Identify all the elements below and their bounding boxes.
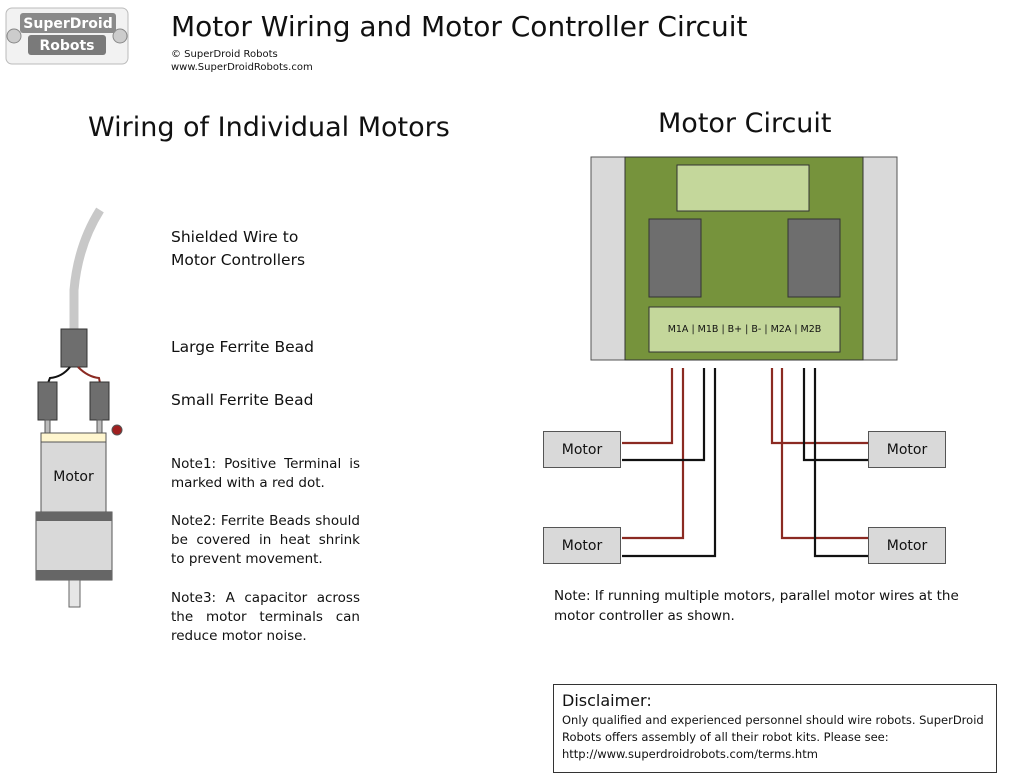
controller-wiring <box>622 368 868 558</box>
note-1: Note1: Positive Terminal is marked with … <box>171 456 360 491</box>
controller-chip-right <box>787 218 841 298</box>
motor-box-top-right: Motor <box>868 431 946 468</box>
motor-box-bottom-right: Motor <box>868 527 946 564</box>
small-ferrite-bead-2 <box>89 381 110 421</box>
terminal-2 <box>96 419 103 434</box>
shielded-wire-label: Shielded Wire to Motor Controllers <box>171 226 305 272</box>
disclaimer-line-2: Robots offers assembly of all their robo… <box>562 730 889 744</box>
wire-black-left <box>47 366 71 384</box>
disclaimer-line-1: Only qualified and experienced personnel… <box>562 713 984 727</box>
motor-body <box>40 441 107 513</box>
copyright: © SuperDroid Robots <box>171 49 278 60</box>
superdroid-logo: SuperDroid Robots <box>5 7 129 65</box>
parallel-wiring-note: Note: If running multiple motors, parall… <box>554 588 959 624</box>
logo-text-1: SuperDroid <box>23 16 112 32</box>
controller-display-panel <box>676 164 810 212</box>
terminal-block-label: M1A | M1B | B+ | B- | M2A | M2B <box>667 324 822 335</box>
motor-cap <box>40 432 107 443</box>
gearbox-band-bottom <box>36 570 112 580</box>
note-2: Note2: Ferrite Beads should be covered i… <box>171 513 360 567</box>
controller-chip-left <box>648 218 702 298</box>
large-ferrite-bead <box>60 328 88 368</box>
note-3: Note3: A capacitor across the motor term… <box>171 590 360 644</box>
left-section-title: Wiring of Individual Motors <box>88 112 450 143</box>
terminal-1 <box>44 419 51 434</box>
wire-red-left <box>77 366 101 384</box>
terminal-block <box>648 306 841 353</box>
small-ferrite-bead-label: Small Ferrite Bead <box>171 391 314 409</box>
shielded-wire-label-line2: Motor Controllers <box>171 251 306 269</box>
disclaimer-box: Disclaimer: Only qualified and experienc… <box>553 684 997 773</box>
small-ferrite-bead-1 <box>37 381 58 421</box>
motor-controller-board <box>590 156 898 361</box>
disclaimer-body: Only qualified and experienced personnel… <box>562 712 988 763</box>
large-ferrite-bead-label: Large Ferrite Bead <box>171 338 314 356</box>
motor-illustration <box>35 207 123 608</box>
shielded-wire-label-line1: Shielded Wire to <box>171 228 299 246</box>
logo-text-2: Robots <box>39 38 94 54</box>
shielded-wire <box>69 207 104 330</box>
disclaimer-link[interactable]: http://www.superdroidrobots.com/terms.ht… <box>562 747 818 761</box>
motor-body-label: Motor <box>53 469 94 485</box>
page-title: Motor Wiring and Motor Controller Circui… <box>171 10 748 43</box>
gearbox-band-top <box>36 512 112 521</box>
motor-box-top-left: Motor <box>543 431 621 468</box>
motor-shaft <box>68 579 81 608</box>
website-link: www.SuperDroidRobots.com <box>171 62 313 73</box>
right-section-title: Motor Circuit <box>658 108 832 139</box>
positive-red-dot <box>111 424 123 436</box>
motor-box-bottom-left: Motor <box>543 527 621 564</box>
disclaimer-title: Disclaimer: <box>562 691 652 710</box>
gearbox <box>35 511 113 581</box>
